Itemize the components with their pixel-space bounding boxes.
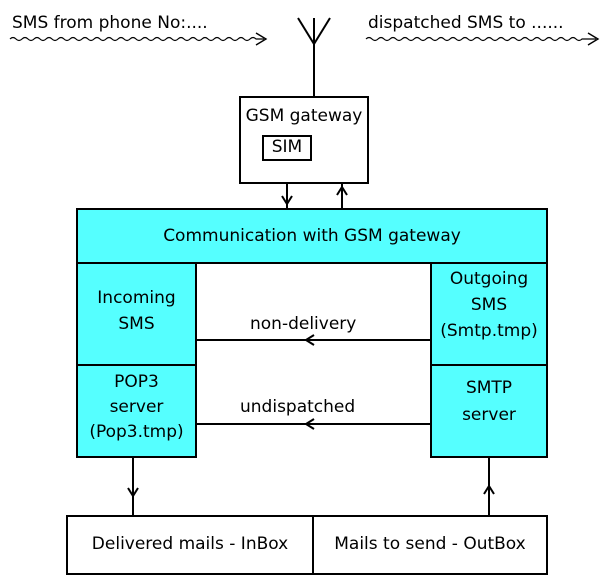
smtp-server-box [430, 364, 548, 458]
incoming-sms-wavy-arrow [9, 36, 264, 42]
outbox-box [312, 515, 548, 575]
sim-box [262, 135, 312, 161]
gsm-gateway-title: GSM gateway [245, 106, 363, 126]
gateway-up-arrowhead [336, 185, 348, 196]
outgoing-sms-box [430, 262, 548, 366]
outgoing-sms-label-1: Outgoing [449, 269, 529, 289]
communication-title: Communication with GSM gateway [163, 226, 461, 246]
outbox-label: Mails to send - OutBox [334, 534, 526, 554]
pop3-label-1: POP3 [114, 372, 159, 392]
gateway-down-arrowhead [281, 195, 293, 206]
non-delivery-label: non-delivery [250, 314, 357, 334]
pop3-label-3: (Pop3.tmp) [89, 422, 184, 442]
outbox-to-smtp-arrowhead [483, 484, 495, 495]
communication-box [76, 208, 548, 264]
undispatched-label: undispatched [240, 397, 356, 417]
antenna-icon [297, 17, 331, 96]
incoming-sms-arrowhead [255, 32, 268, 46]
smtp-label-2: server [462, 405, 516, 425]
dispatched-sms-target-label: dispatched SMS to ...... [368, 13, 564, 33]
outgoing-sms-label-3: (Smtp.tmp) [440, 321, 538, 341]
inbox-label: Delivered mails - InBox [91, 534, 289, 554]
non-delivery-arrowhead [304, 334, 315, 346]
incoming-sms-box [76, 262, 197, 366]
pop3-server-box [76, 364, 197, 458]
incoming-sms-label-2: SMS [118, 314, 155, 334]
sim-label: SIM [271, 137, 303, 157]
outgoing-sms-label-2: SMS [470, 295, 508, 315]
incoming-sms-label-1: Incoming [97, 288, 176, 308]
dispatched-sms-wavy-arrow [365, 36, 596, 42]
pop3-label-2: server [109, 397, 164, 417]
inbox-box [66, 515, 314, 575]
pop3-to-inbox-arrowhead [127, 487, 139, 498]
incoming-sms-source-label: SMS from phone No:.... [12, 13, 208, 33]
dispatched-sms-arrowhead [587, 32, 600, 46]
smtp-label-1: SMTP [465, 378, 513, 398]
undispatched-arrowhead [304, 418, 315, 430]
